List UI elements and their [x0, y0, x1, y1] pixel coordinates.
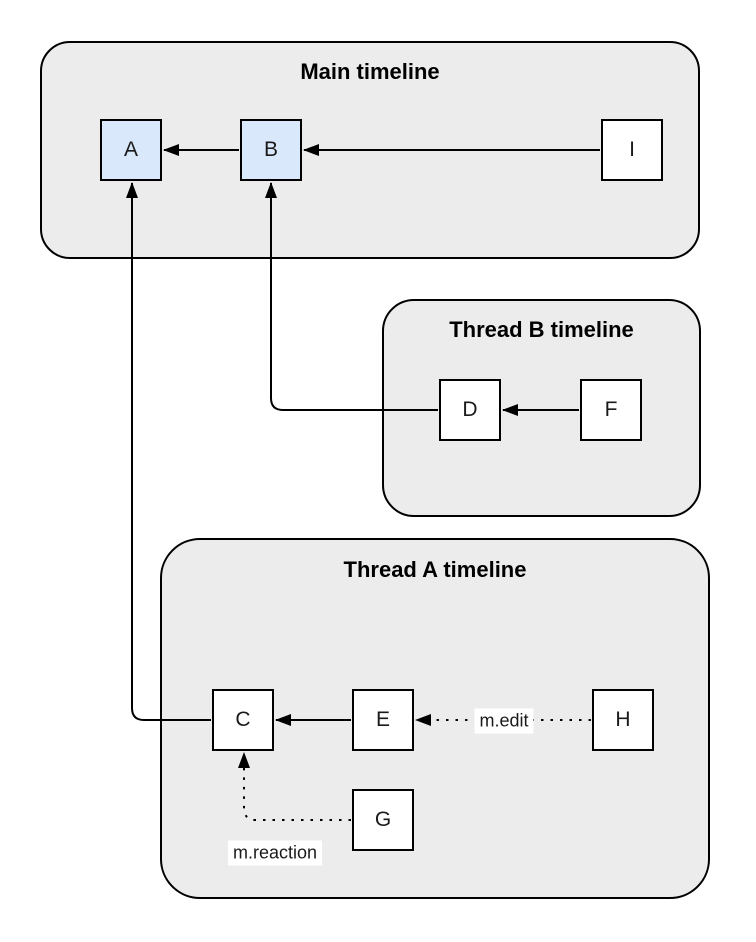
main-timeline-title: Main timeline	[300, 59, 440, 84]
node-D: D	[439, 379, 501, 441]
node-A: A	[100, 119, 162, 181]
node-H: H	[592, 689, 654, 751]
node-G: G	[352, 789, 414, 851]
container-thread-b-timeline: Thread B timeline	[382, 299, 701, 517]
node-F: F	[580, 379, 642, 441]
thread-a-timeline-title: Thread A timeline	[343, 557, 527, 582]
edge-label-m-edit: m.edit	[474, 708, 534, 734]
node-E: E	[352, 689, 414, 751]
thread-b-timeline-title: Thread B timeline	[449, 317, 634, 342]
node-B: B	[240, 119, 302, 181]
node-C: C	[212, 689, 274, 751]
edge-label-m-reaction: m.reaction	[227, 840, 323, 866]
node-I: I	[601, 119, 663, 181]
